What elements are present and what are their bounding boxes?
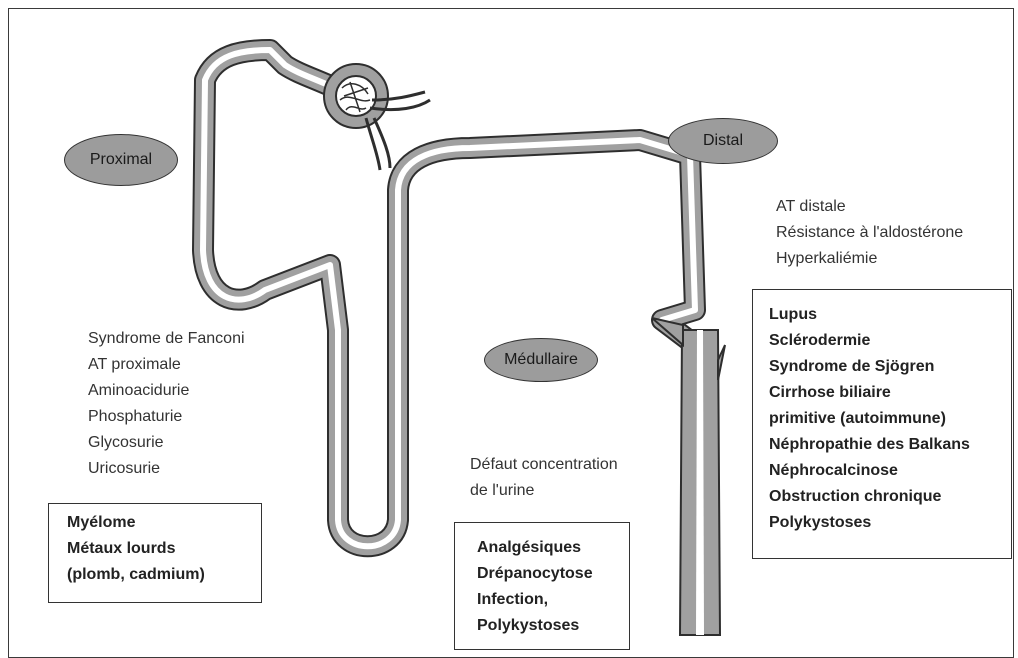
- proximal-label: Proximal: [64, 134, 178, 186]
- cause-item: Obstruction chronique: [769, 484, 1011, 510]
- distal-features: AT distale Résistance à l'aldostérone Hy…: [776, 194, 963, 272]
- cause-item: Néphropathie des Balkans: [769, 432, 1011, 458]
- cause-item: Polykystoses: [769, 510, 1011, 536]
- cause-item: Syndrome de Sjögren: [769, 354, 1011, 380]
- cause-item: Néphrocalcinose: [769, 458, 1011, 484]
- cause-item: Cirrhose biliaire: [769, 380, 1011, 406]
- cause-item: Métaux lourds: [67, 536, 261, 562]
- cause-item: Drépanocytose: [477, 561, 629, 587]
- feature-item: Uricosurie: [88, 456, 245, 482]
- proximal-causes-box: Myélome Métaux lourds (plomb, cadmium): [48, 503, 262, 603]
- medullary-causes-box: Analgésiques Drépanocytose Infection, Po…: [454, 522, 630, 650]
- cause-item: Polykystoses: [477, 613, 629, 639]
- nephron-tubule-wall: [203, 50, 700, 590]
- feature-item: Phosphaturie: [88, 404, 245, 430]
- cause-item: Sclérodermie: [769, 328, 1011, 354]
- feature-item: Résistance à l'aldostérone: [776, 220, 963, 246]
- distal-label: Distal: [668, 118, 778, 164]
- feature-item: AT distale: [776, 194, 963, 220]
- feature-item: de l'urine: [470, 478, 618, 504]
- proximal-features: Syndrome de Fanconi AT proximale Aminoac…: [88, 326, 245, 482]
- feature-item: Hyperkaliémie: [776, 246, 963, 272]
- feature-item: Défaut concentration: [470, 452, 618, 478]
- feature-item: Glycosurie: [88, 430, 245, 456]
- cause-item: Myélome: [67, 510, 261, 536]
- medullaire-label: Médullaire: [484, 338, 598, 382]
- feature-item: AT proximale: [88, 352, 245, 378]
- cause-item: Analgésiques: [477, 535, 629, 561]
- feature-item: Aminoacidurie: [88, 378, 245, 404]
- cause-item: Lupus: [769, 302, 1011, 328]
- cause-item: primitive (autoimmune): [769, 406, 1011, 432]
- cause-item: (plomb, cadmium): [67, 562, 261, 588]
- glomerulus: [336, 76, 376, 116]
- medullary-features: Défaut concentration de l'urine: [470, 452, 618, 504]
- distal-causes-box: Lupus Sclérodermie Syndrome de Sjögren C…: [752, 289, 1012, 559]
- cause-item: Infection,: [477, 587, 629, 613]
- feature-item: Syndrome de Fanconi: [88, 326, 245, 352]
